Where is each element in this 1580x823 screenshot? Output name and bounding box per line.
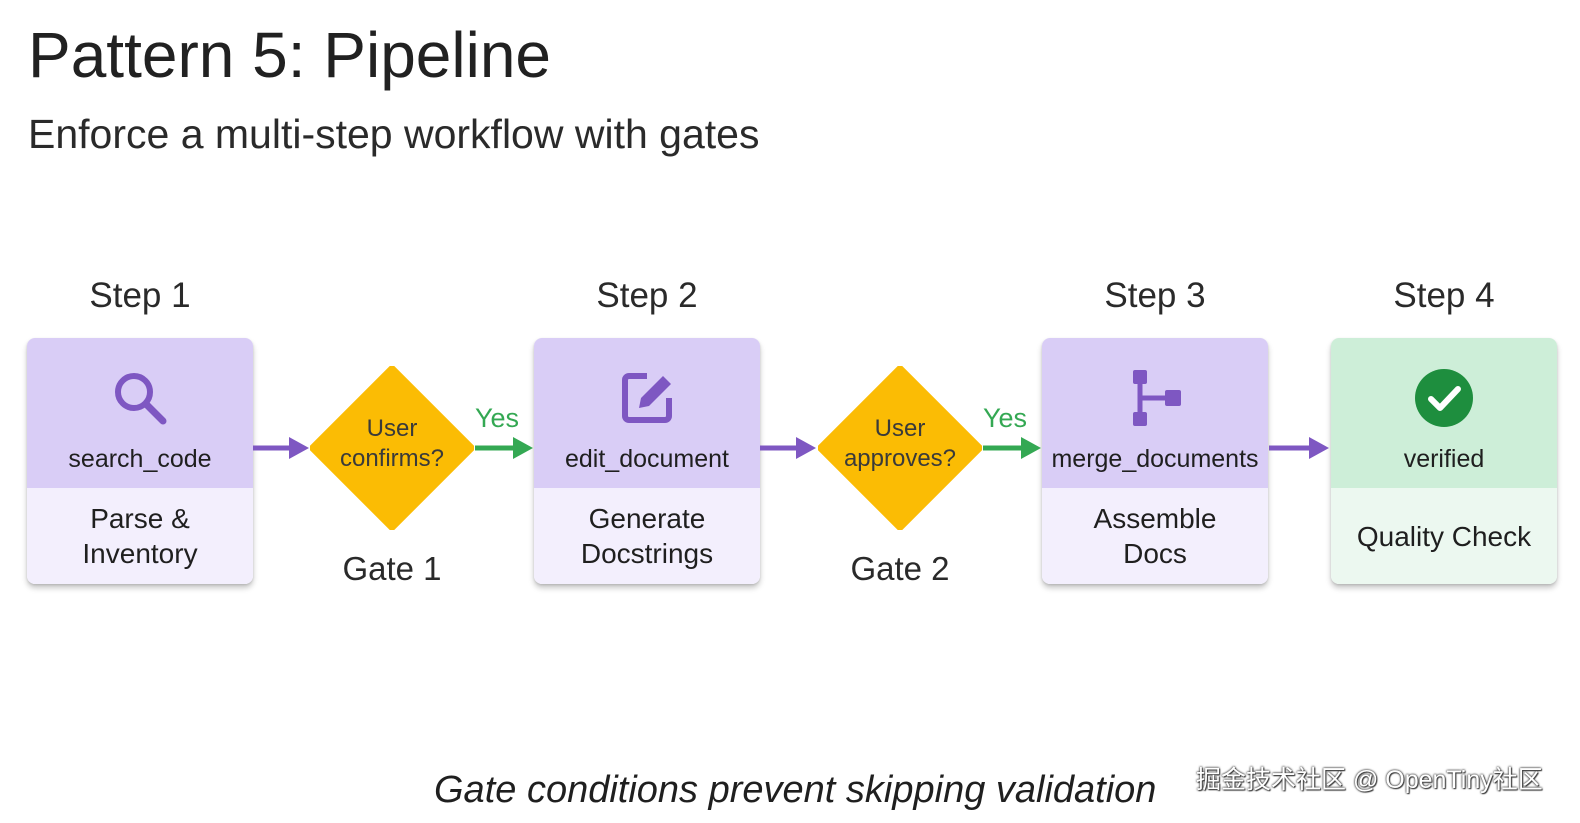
page-title: Pattern 5: Pipeline (28, 19, 551, 91)
step-3-action-area: Assemble Docs (1042, 488, 1268, 584)
step-1-label: Step 1 (89, 276, 191, 315)
step-3-tool: merge_documents (1051, 445, 1259, 473)
arrow-gate1-to-step2 (475, 437, 533, 459)
search-icon (115, 373, 167, 425)
step-2-tool-area: edit_document (534, 338, 760, 488)
watermark: 掘金技术社区 @ OpenTiny社区 (1196, 766, 1543, 794)
arrow-step3-to-step4 (1269, 437, 1329, 459)
step-3-label: Step 3 (1104, 276, 1206, 315)
arrow-step2-to-gate2 (760, 437, 816, 459)
step-3-tool-area: merge_documents (1042, 338, 1268, 488)
gate-1-question: User confirms? (339, 415, 445, 472)
step-2-label: Step 2 (596, 276, 698, 315)
step-1-card: search_code Parse & Inventory (27, 338, 253, 584)
step-3-card: merge_documents Assemble Docs (1042, 338, 1268, 584)
step-4-label: Step 4 (1393, 276, 1495, 315)
merge-icon (1133, 370, 1181, 426)
gate-2-diamond (818, 366, 982, 530)
step-4-tool-area: verified (1331, 338, 1557, 488)
step-4-card: verified Quality Check (1331, 338, 1557, 584)
step-4-action: Quality Check (1356, 520, 1532, 552)
gate-2-yes-label: Yes (983, 403, 1028, 433)
step-1-action: Parse & Inventory (82, 503, 198, 569)
step-2-card: edit_document Generate Docstrings (534, 338, 760, 584)
step-2-action: Generate Docstrings (580, 503, 714, 569)
gate-1-label: Gate 1 (342, 550, 442, 587)
gate-2-label: Gate 2 (850, 550, 950, 587)
page-subtitle: Enforce a multi-step workflow with gates (28, 111, 760, 157)
gate-1-yes-label: Yes (475, 403, 520, 433)
step-3-action: Assemble Docs (1093, 503, 1217, 569)
step-4-tool: verified (1403, 445, 1485, 473)
check-circle-icon (1415, 369, 1473, 427)
step-2-tool: edit_document (564, 445, 729, 473)
arrow-gate2-to-step3 (983, 437, 1041, 459)
step-2-action-area: Generate Docstrings (534, 488, 760, 584)
gate-2-question: User approves? (843, 415, 957, 472)
gate-1-diamond (310, 366, 474, 530)
step-1-tool-area: search_code (27, 338, 253, 488)
step-4-action-area: Quality Check (1331, 488, 1557, 584)
step-1-action-area: Parse & Inventory (27, 488, 253, 584)
footer-caption: Gate conditions prevent skipping validat… (434, 769, 1157, 811)
arrow-step1-to-gate1 (253, 437, 309, 459)
step-1-tool: search_code (68, 445, 212, 473)
edit-icon (622, 373, 672, 423)
